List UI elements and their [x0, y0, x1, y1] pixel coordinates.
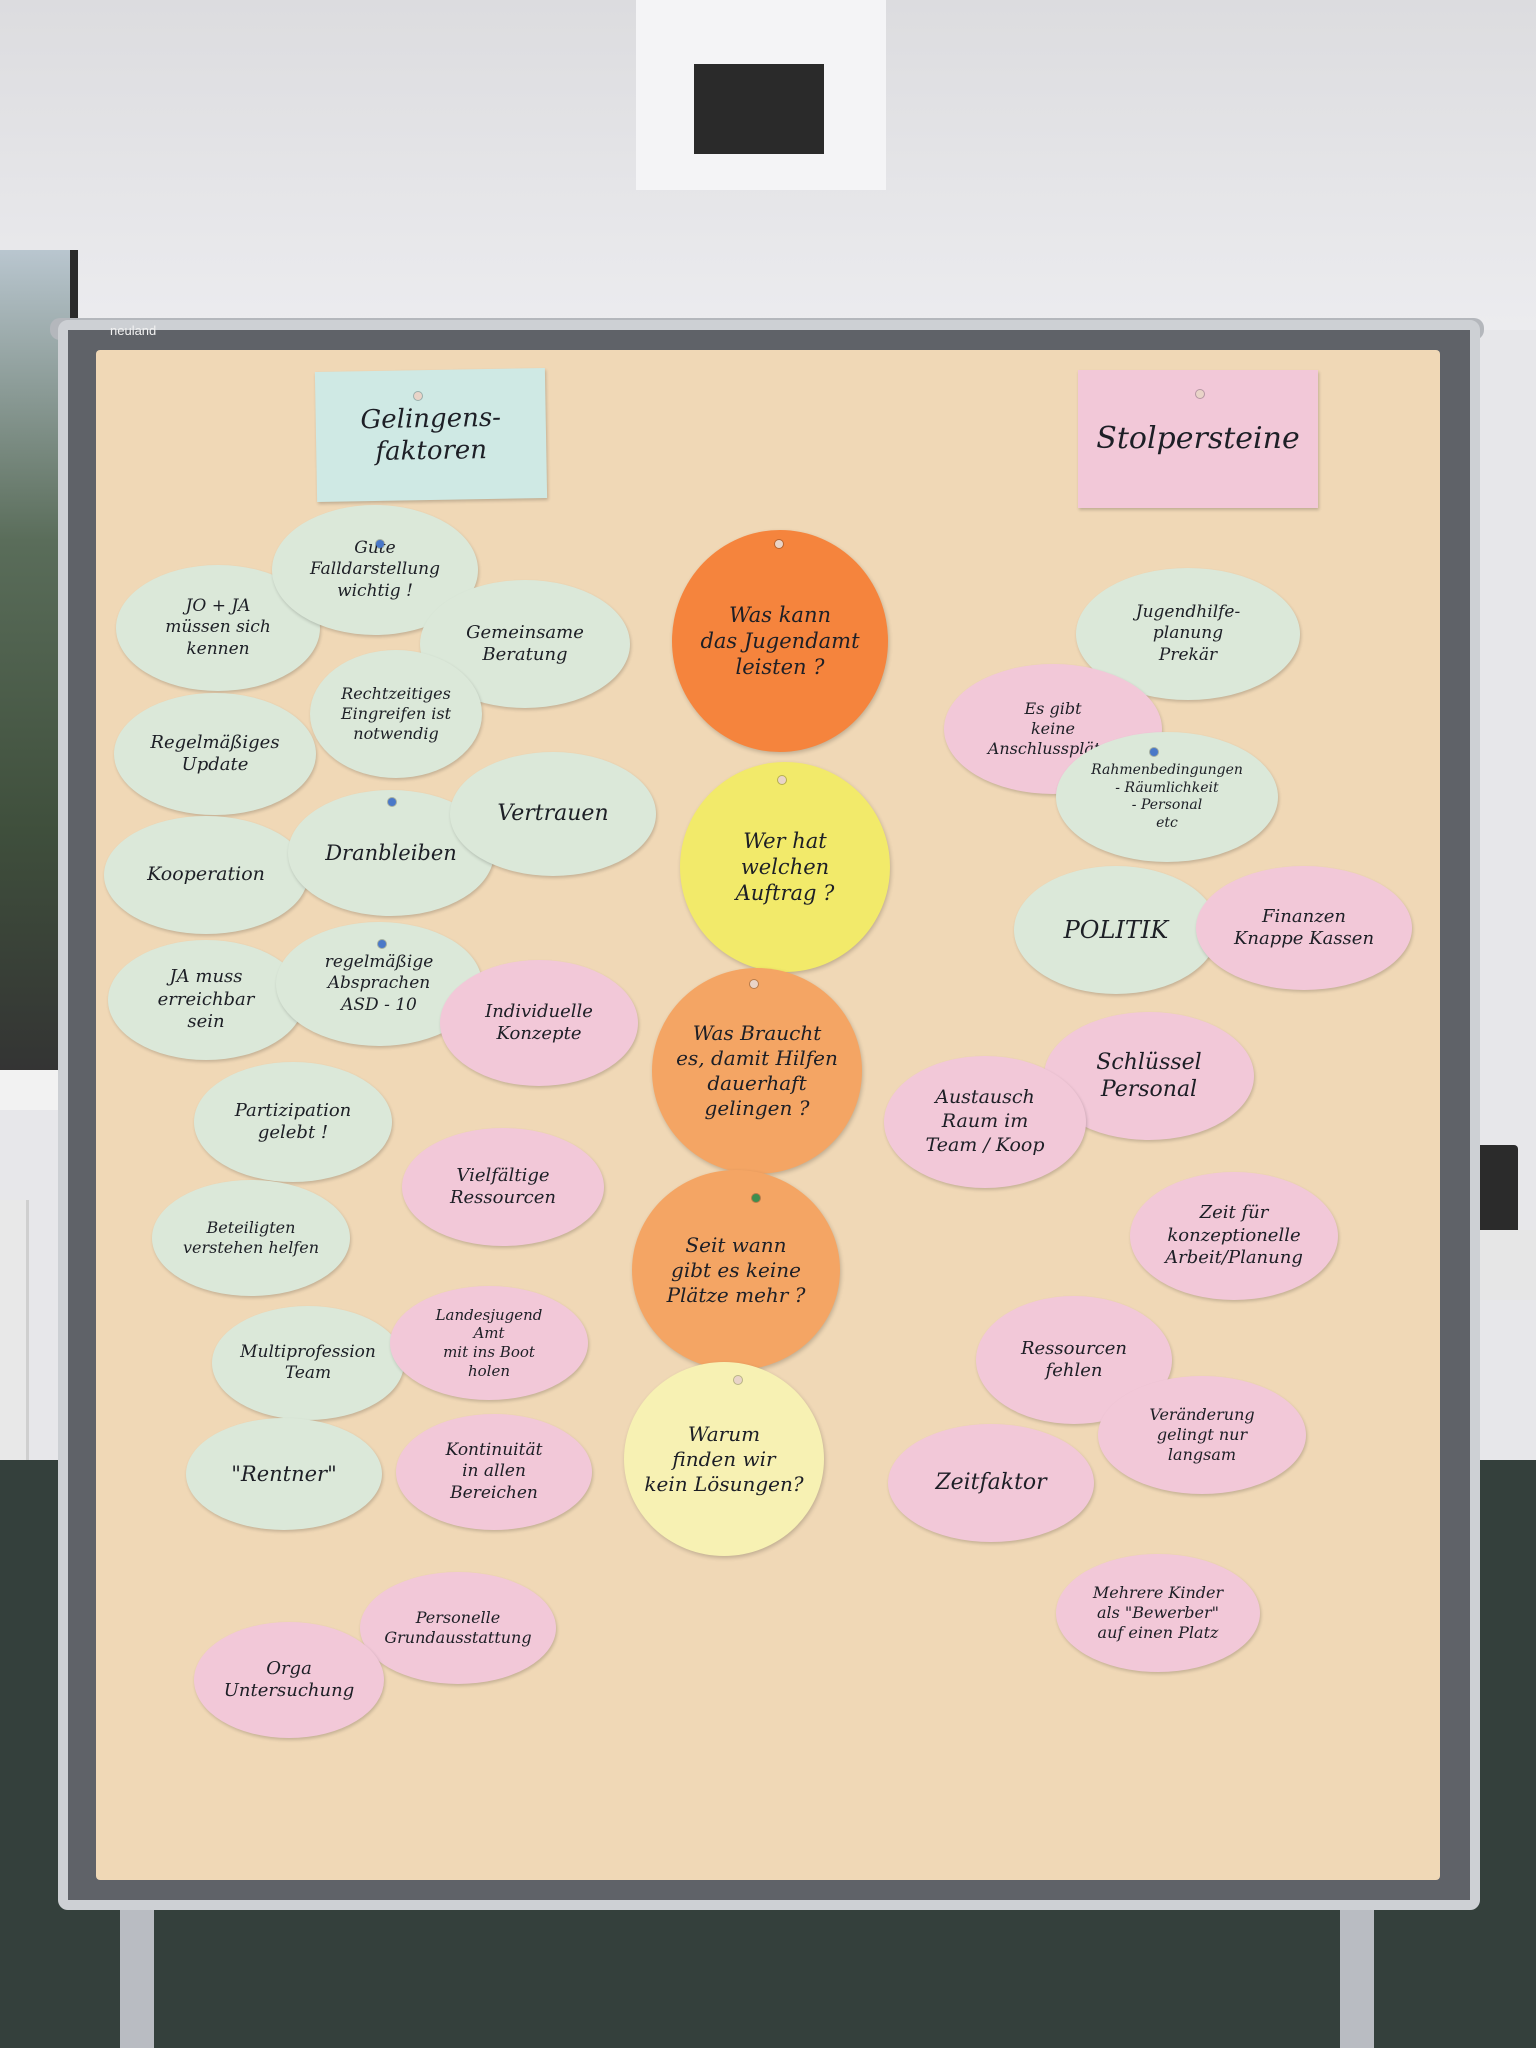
card-text: Zeit für konzeptionelle Arbeit/Planung: [1165, 1202, 1303, 1269]
card-text: Gemeinsame Beratung: [466, 621, 584, 666]
card-text: Dranbleiben: [325, 840, 457, 865]
header-gelingensfaktoren: Gelingens- faktoren: [314, 368, 548, 502]
card-text: Beteiligten verstehen helfen: [182, 1218, 319, 1257]
factor-card: "Rentner": [186, 1418, 382, 1530]
obstacle-card: Zeit für konzeptionelle Arbeit/Planung: [1130, 1172, 1338, 1300]
obstacle-card: Austausch Raum im Team / Koop: [884, 1056, 1086, 1188]
obstacle-card: Veränderung gelingt nur langsam: [1098, 1376, 1306, 1494]
question-circle: Was kann das Jugendamt leisten ?: [672, 530, 888, 752]
factor-card: Partizipation gelebt !: [194, 1062, 392, 1182]
card-text: Personelle Grundausstattung: [384, 1608, 532, 1647]
question-text: Was kann das Jugendamt leisten ?: [700, 602, 860, 680]
question-circle: Seit wann gibt es keine Plätze mehr ?: [632, 1170, 840, 1370]
ceiling-projector: [636, 0, 886, 190]
question-circle: Wer hat welchen Auftrag ?: [680, 762, 890, 972]
push-pin: [378, 940, 386, 948]
card-text: Zeitfaktor: [935, 1470, 1047, 1496]
card-text: "Rentner": [231, 1461, 337, 1486]
obstacle-card: Zeitfaktor: [888, 1424, 1094, 1542]
push-pin: [775, 540, 783, 548]
card-text: Kooperation: [147, 863, 265, 886]
board-brand-label: neuland: [110, 323, 157, 338]
push-pin: [388, 798, 396, 806]
card-text: Rahmenbedingungen - Räumlichkeit - Perso…: [1091, 762, 1243, 831]
push-pin: [778, 776, 786, 784]
obstacle-card: POLITIK: [1014, 866, 1218, 994]
header-left-text: Gelingens- faktoren: [360, 402, 502, 467]
question-text: Wer hat welchen Auftrag ?: [735, 828, 835, 906]
card-text: Schlüssel Personal: [1096, 1049, 1202, 1103]
factor-card: Orga Untersuchung: [194, 1622, 384, 1738]
factor-card: Individuelle Konzepte: [440, 960, 638, 1086]
question-circle: Warum finden wir kein Lösungen?: [624, 1362, 824, 1556]
obstacle-card: Rahmenbedingungen - Räumlichkeit - Perso…: [1056, 732, 1278, 862]
card-text: Orga Untersuchung: [223, 1657, 355, 1702]
question-text: Warum finden wir kein Lösungen?: [644, 1421, 804, 1496]
question-text: Seit wann gibt es keine Plätze mehr ?: [666, 1232, 806, 1307]
card-text: Vielfältige Ressourcen: [449, 1164, 557, 1209]
obstacle-card: Finanzen Knappe Kassen: [1196, 866, 1412, 990]
card-text: Ressourcen fehlen: [1020, 1337, 1128, 1382]
push-pin: [752, 1194, 760, 1202]
card-text: Vertrauen: [497, 801, 609, 827]
push-pin: [734, 1376, 742, 1384]
factor-card: Vertrauen: [450, 752, 656, 876]
question-circle: Was Braucht es, damit Hilfen dauerhaft g…: [652, 968, 862, 1174]
factor-card: Personelle Grundausstattung: [360, 1572, 556, 1684]
factor-card: Beteiligten verstehen helfen: [152, 1180, 350, 1296]
factor-card: Multiprofession Team: [212, 1306, 404, 1420]
card-text: Kontinuität in allen Bereichen: [445, 1440, 543, 1503]
factor-card: Kooperation: [104, 816, 308, 934]
card-text: Regelmäßiges Update: [150, 731, 280, 776]
push-pin: [1150, 748, 1158, 756]
obstacle-card: Jugendhilfe- planung Prekär: [1076, 568, 1300, 700]
card-text: Gute Falldarstellung wichtig !: [309, 538, 441, 601]
push-pin: [376, 540, 384, 548]
card-text: JO + JA müssen sich kennen: [165, 596, 271, 659]
factor-card: Dranbleiben: [288, 790, 494, 916]
factor-card: Rechtzeitiges Eingreifen ist notwendig: [310, 650, 482, 778]
factor-card: Regelmäßiges Update: [114, 693, 316, 815]
card-text: Individuelle Konzepte: [485, 1000, 593, 1045]
card-text: Austausch Raum im Team / Koop: [925, 1086, 1045, 1156]
factor-card: regelmäßige Absprachen ASD - 10: [276, 922, 482, 1046]
card-text: Jugendhilfe- planung Prekär: [1135, 602, 1241, 665]
card-text: Multiprofession Team: [240, 1341, 376, 1383]
projector-lens: [694, 64, 824, 154]
card-text: Veränderung gelingt nur langsam: [1149, 1405, 1255, 1464]
push-pin: [1196, 390, 1204, 398]
card-text: regelmäßige Absprachen ASD - 10: [324, 952, 434, 1015]
obstacle-card: Mehrere Kinder als "Bewerber" auf einen …: [1056, 1554, 1260, 1672]
push-pin: [414, 392, 422, 400]
factor-card: Kontinuität in allen Bereichen: [396, 1414, 592, 1530]
push-pin: [750, 980, 758, 988]
card-text: Finanzen Knappe Kassen: [1233, 905, 1375, 950]
question-text: Was Braucht es, damit Hilfen dauerhaft g…: [676, 1021, 838, 1120]
card-text: JA muss erreichbar sein: [157, 966, 255, 1033]
card-text: Landesjugend Amt mit ins Boot holen: [435, 1305, 543, 1380]
factor-card: Landesjugend Amt mit ins Boot holen: [390, 1286, 588, 1400]
card-text: Rechtzeitiges Eingreifen ist notwendig: [340, 684, 452, 743]
card-text: Partizipation gelebt !: [234, 1099, 352, 1144]
radiator: [0, 1200, 29, 1500]
factor-card: JA muss erreichbar sein: [108, 940, 304, 1060]
card-text: Mehrere Kinder als "Bewerber" auf einen …: [1092, 1583, 1224, 1642]
header-right-text: Stolpersteine: [1096, 421, 1300, 457]
factor-card: Vielfältige Ressourcen: [402, 1128, 604, 1246]
card-text: POLITIK: [1063, 916, 1169, 944]
